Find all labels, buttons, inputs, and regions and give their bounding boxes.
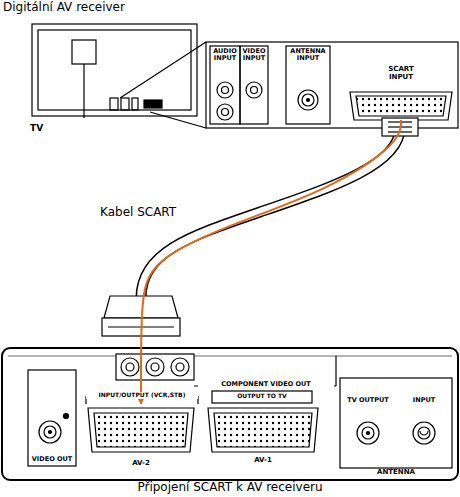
- port-label: VIDEO OUT: [24, 456, 80, 463]
- port-label: INPUT: [398, 397, 450, 404]
- port-label: AUDIO INPUT: [208, 48, 242, 62]
- port-label: TV OUTPUT: [342, 397, 394, 404]
- device-label: TV: [30, 124, 60, 134]
- port-label: ANTENNA INPUT: [286, 48, 330, 62]
- scart-jack: SCART INPUT: [343, 66, 459, 120]
- scart-connection: [141, 120, 401, 404]
- port-group-label: COMPONENT VIDEO OUT: [198, 381, 334, 388]
- port-label: AV-2: [132, 460, 150, 468]
- port-label: SCART INPUT: [381, 66, 421, 81]
- port-group-label: ANTENNA: [346, 469, 446, 477]
- cable-label: Kabel SCART: [100, 206, 176, 219]
- port-label: AV-1: [238, 457, 288, 465]
- port-label: INPUT/OUTPUT (VCR,STB): [86, 392, 198, 399]
- diagram-title: Digitální AV receiver: [3, 1, 125, 14]
- port-label: VIDEO INPUT: [239, 48, 269, 62]
- port-label: OUTPUT TO TV: [212, 393, 312, 400]
- diagram-caption: Připojení SCART k AV receiveru: [40, 481, 420, 494]
- scart-jack: AV-2: [86, 404, 196, 468]
